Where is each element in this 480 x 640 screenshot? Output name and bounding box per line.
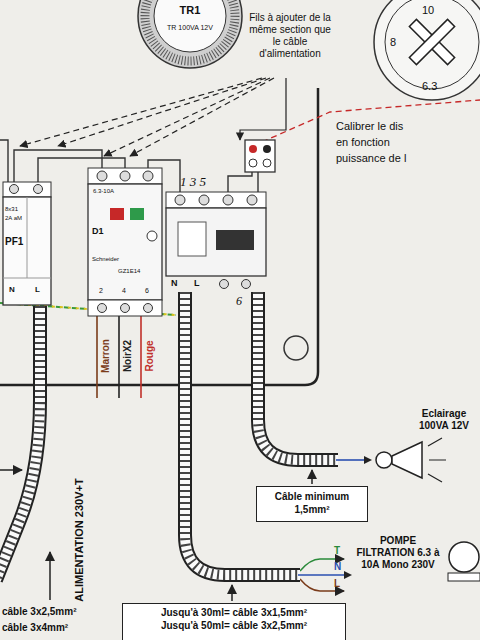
motor-protection-relay-text: 6 — [145, 287, 149, 295]
motor-protection-relay: D1 6.3-10A SchneiderGZ1E14 2 4 6 — [88, 168, 162, 316]
motor-protection-relay-text: Schneider — [92, 256, 119, 263]
cable-size-box-text: Câble minimum 1,5mm² — [261, 490, 363, 516]
supply-arrow — [0, 469, 22, 471]
toroidal-transformer — [138, 0, 242, 68]
cable-size-text: câble 3x4mm² — [2, 622, 68, 634]
fuse-holder-text: L — [35, 285, 40, 295]
terminal-block — [245, 140, 275, 172]
wire-color: Marron — [100, 339, 112, 373]
lighting-lamp: Eclairage 100VA 12V — [372, 406, 478, 490]
enclosure-outline — [0, 88, 318, 385]
cable-connector — [185, 292, 352, 579]
filtration-pump-text: POMPE FILTRATION 6.3 à 10A Mono 230V — [352, 535, 444, 571]
cable-connector — [258, 292, 372, 464]
wire-color: Rouge — [144, 340, 156, 371]
supply-arrow — [49, 552, 51, 600]
contactor-symbol — [166, 192, 266, 292]
motor-protection-relay-text: D1 — [92, 226, 104, 237]
calibration-leader — [262, 100, 480, 142]
calibration-note: puissance de l — [336, 152, 406, 165]
motor-protection-relay-text: 4 — [122, 287, 126, 295]
supply-label: ALIMENTATION 230V+T — [73, 478, 86, 601]
wire-letter: L — [334, 578, 340, 590]
contactor-text: L — [194, 278, 200, 289]
handwritten-note: 1 3 5 — [180, 174, 206, 190]
cable-size-arrow — [231, 585, 233, 601]
note-text: Fils à ajouter de la même section que le… — [248, 12, 332, 60]
wire-color: NoirX2 — [122, 340, 134, 372]
calibration-note: en fonction — [336, 136, 390, 149]
calibration-dial-text: 8 — [390, 36, 396, 49]
cable-gland-hole — [284, 336, 308, 360]
transformer-text: TR 100VA 12V — [148, 24, 232, 32]
cable-size-text: câble 3x2,5mm² — [2, 606, 77, 618]
fuse-holder-text: 2A aM — [5, 215, 22, 222]
added-wire-leaders — [20, 78, 274, 156]
calibration-dial-text: 6.3 — [422, 80, 437, 93]
cable-length-box-text: Jusqu'à 30ml= câble 3x1,5mm² — [127, 606, 341, 619]
supply-cable — [0, 306, 40, 580]
relay-output-wires — [97, 316, 141, 398]
calibration-note: Calibrer le dis — [336, 120, 403, 133]
fuse-holder: 8x31 2A aM PF1N L — [2, 182, 52, 306]
cable-length-box-text: Jusqu'à 50ml= câble 3x2,5mm² — [127, 619, 341, 632]
motor-protection-relay-text: 6.3-10A — [93, 188, 114, 195]
wire-letter: T — [334, 545, 340, 557]
lighting-lamp-text: Eclairage 100VA 12V — [410, 408, 478, 432]
contactor: NL — [166, 192, 266, 292]
added-wire-leader — [240, 78, 286, 140]
transformer: TR1 TR 100VA 12V — [148, 0, 232, 48]
contactor-text: N — [171, 278, 178, 289]
cable-length-box: Jusqu'à 30ml= câble 3x1,5mm²Jusqu'à 50ml… — [122, 603, 346, 640]
cable-size-arrow — [311, 470, 313, 484]
transformer-text: TR1 — [148, 4, 232, 17]
fuse-holder-text: N — [9, 285, 15, 295]
cable-size-box: Câble minimum 1,5mm² — [256, 486, 368, 522]
filtration-pump: POMPE FILTRATION 6.3 à 10A Mono 230V — [352, 535, 480, 601]
handwritten-note: 6 — [236, 294, 242, 308]
motor-protection-relay-text: 2 — [99, 287, 103, 295]
fuse-holder-text: PF1 — [5, 236, 23, 248]
motor-protection-relay-text: GZ1E14 — [118, 268, 140, 275]
wire-letter: N — [334, 561, 341, 573]
calibration-dial-text: 10 — [422, 4, 434, 17]
calibration-dial: 10 8 6.3 — [376, 0, 480, 100]
calibration-dial — [374, 0, 480, 100]
fuse-holder-text: 8x31 — [5, 206, 18, 213]
